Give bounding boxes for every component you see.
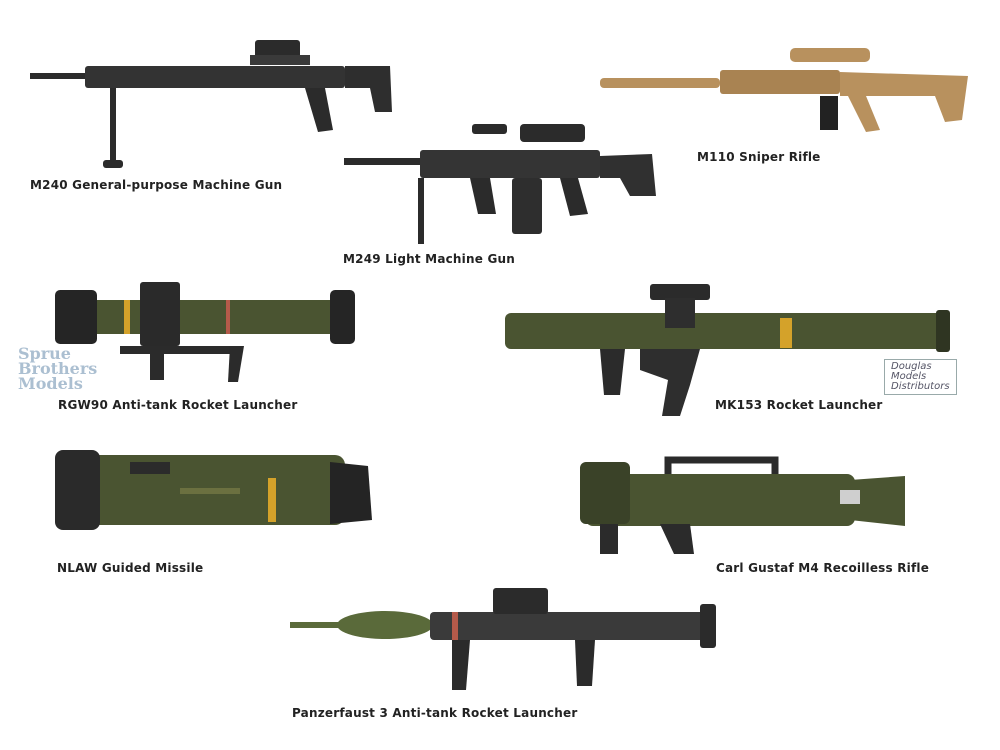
nlaw-missile-image <box>55 450 372 530</box>
label-mk153: MK153 Rocket Launcher <box>715 398 883 412</box>
rgw90-launcher-image <box>55 282 355 382</box>
mk153-launcher-image <box>505 284 950 416</box>
m249-machine-gun-image <box>344 124 656 244</box>
panzerfaust3-image <box>290 588 716 690</box>
label-m240: M240 General-purpose Machine Gun <box>30 178 283 192</box>
m110-sniper-rifle-image <box>600 48 968 132</box>
label-carl-gustaf: Carl Gustaf M4 Recoilless Rifle <box>716 561 930 575</box>
label-m249: M249 Light Machine Gun <box>343 252 515 266</box>
label-nlaw: NLAW Guided Missile <box>57 561 204 575</box>
m240-machine-gun-image <box>30 40 392 168</box>
label-m110: M110 Sniper Rifle <box>697 150 821 164</box>
douglas-models-watermark: Douglas Models Distributors <box>884 359 957 395</box>
sprue-brothers-watermark: Sprue Brothers Models <box>18 344 98 393</box>
label-panzerfaust3: Panzerfaust 3 Anti-tank Rocket Launcher <box>292 706 578 720</box>
carl-gustaf-image <box>580 456 905 554</box>
label-rgw90: RGW90 Anti-tank Rocket Launcher <box>58 398 298 412</box>
